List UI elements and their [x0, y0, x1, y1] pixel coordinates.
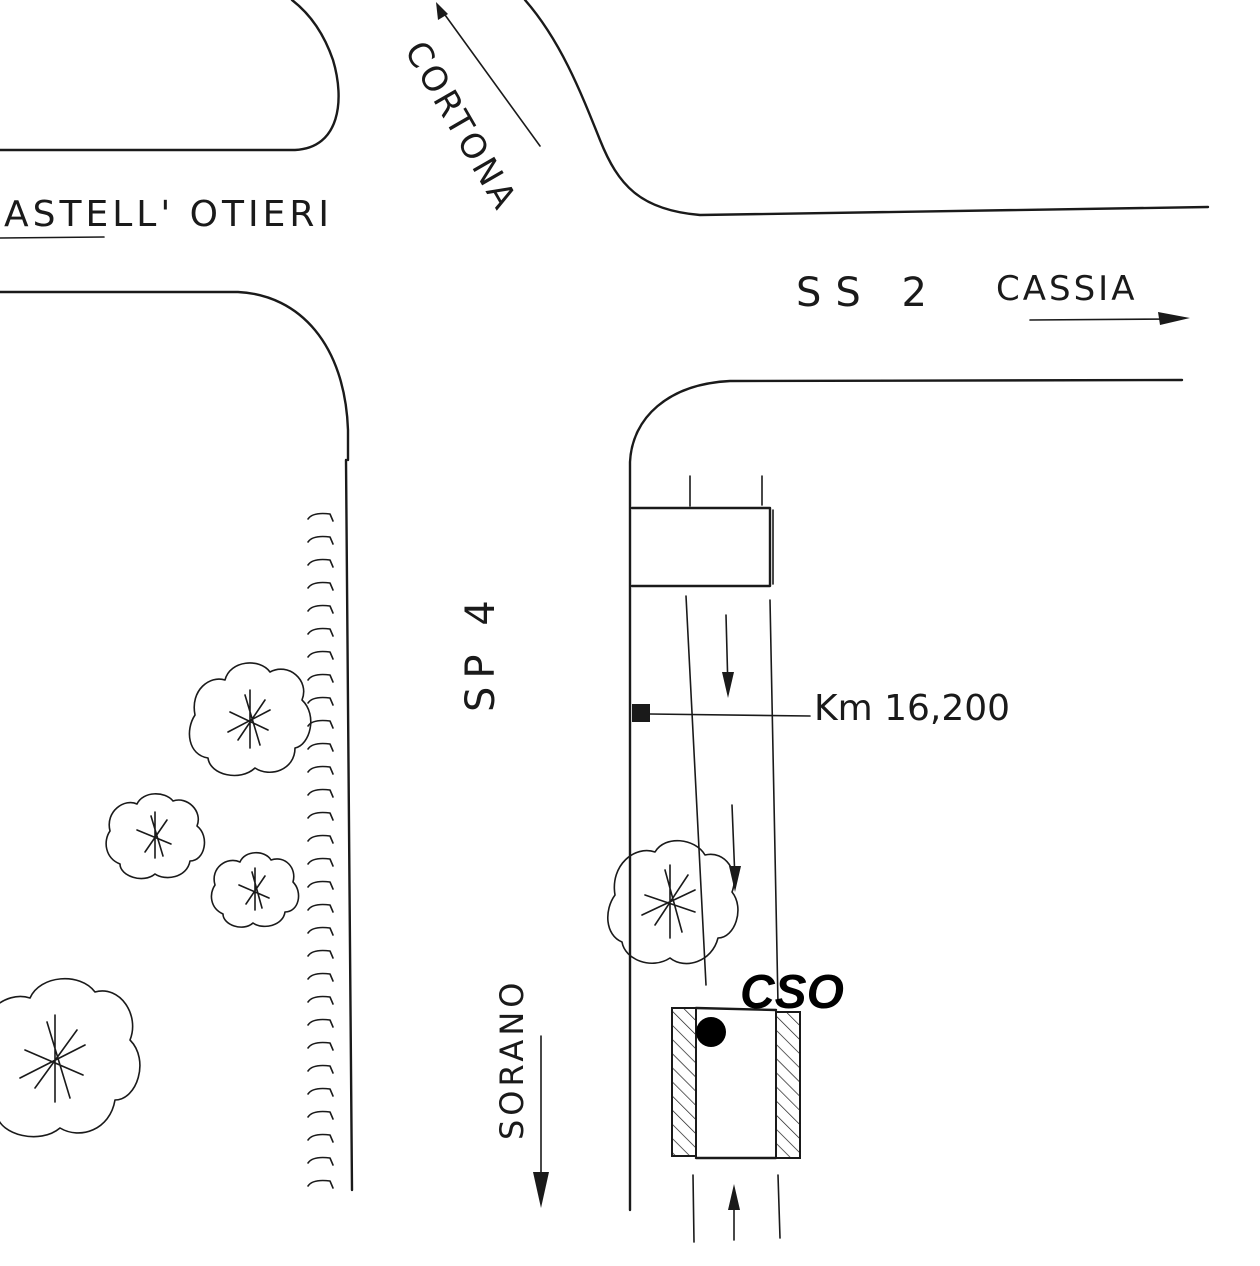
hedge-tick-icon	[307, 604, 334, 614]
road-edge-left-lower	[0, 290, 350, 462]
hedge-tick-icon	[307, 1064, 334, 1074]
sp4-label: SP 4	[458, 592, 504, 712]
hedge-tick-icon	[307, 719, 334, 729]
road-edge-left-vertical	[344, 458, 354, 1192]
sorano-label: SORANO	[493, 979, 531, 1140]
ss2-label: SS 2	[796, 270, 941, 316]
hedge-tick-icon	[307, 512, 334, 522]
hedge-tick-icon	[307, 558, 334, 568]
castell-otieri-label: ASTELL' OTIERI	[4, 194, 333, 235]
road-edge-top-right	[523, 0, 1210, 217]
hedge-tick-icon	[307, 834, 334, 844]
lane-line-right	[769, 599, 779, 1005]
hedge-tick-icon	[307, 1018, 334, 1028]
hedge-tick-icon	[307, 1133, 334, 1143]
cso-label: CSO	[740, 966, 844, 1019]
castell-otieri-underline	[0, 236, 105, 239]
cassia-arrow-icon	[1158, 312, 1190, 325]
bottom-lane-left	[692, 1174, 695, 1243]
hedge-tick-icon	[307, 857, 334, 867]
hedge-tick-icon	[307, 1179, 334, 1189]
bottom-arrow-icon	[728, 1184, 740, 1210]
hedge-tick-icon	[307, 765, 334, 775]
hatched-right-block	[775, 1011, 801, 1159]
cortona-direction-line	[439, 7, 541, 147]
lane-arrow-lower-icon	[729, 866, 741, 892]
hedge-tick-icon	[307, 673, 334, 683]
hedge-tick-icon	[307, 1087, 334, 1097]
cortona-label: CORTONA	[396, 35, 525, 219]
hedge-tick-icon	[307, 1110, 334, 1120]
hedge-tick-icon	[307, 1156, 334, 1166]
hedge-tick-icon	[307, 949, 334, 959]
hedge-tick-icon	[307, 581, 334, 591]
cso-location-marker-icon	[696, 1017, 726, 1047]
lane-line-left	[685, 595, 707, 986]
cortona-arrow-icon	[436, 2, 448, 20]
tree-icon	[0, 978, 141, 1138]
hedge-tick-icon	[307, 535, 334, 545]
hedge-tick-icon	[307, 627, 334, 637]
structure-top-edge	[694, 1006, 778, 1012]
tree-icon	[105, 793, 206, 880]
hedge-tick-icon	[307, 650, 334, 660]
road-edge-top-left	[0, 0, 340, 152]
cassia-label: CASSIA	[996, 269, 1137, 309]
sorano-arrow-icon	[533, 1172, 549, 1208]
tree-icon	[210, 851, 300, 928]
hedge-tick-icon	[307, 903, 334, 913]
km-marker-post-icon	[632, 704, 650, 722]
cassia-direction-line	[1029, 318, 1179, 321]
hedge-row	[307, 512, 334, 1189]
lane-arrow-upper-icon	[722, 672, 734, 698]
hedge-tick-icon	[307, 811, 334, 821]
hedge-tick-icon	[307, 926, 334, 936]
km-marker-leader-line	[649, 713, 811, 717]
road-edge-right-lower	[628, 378, 1184, 1212]
roadside-rectangle	[630, 506, 772, 588]
hatched-left-block	[671, 1007, 697, 1157]
hedge-tick-icon	[307, 696, 334, 706]
tree-icon	[188, 662, 312, 777]
hedge-tick-icon	[307, 880, 334, 890]
bottom-lane-right	[777, 1174, 781, 1239]
hedge-tick-icon	[307, 995, 334, 1005]
hedge-tick-icon	[307, 1041, 334, 1051]
hedge-tick-icon	[307, 972, 334, 982]
km-label: Km 16,200	[814, 688, 1010, 729]
hedge-tick-icon	[307, 788, 334, 798]
hedge-tick-icon	[307, 742, 334, 752]
tree-icon	[607, 839, 739, 965]
